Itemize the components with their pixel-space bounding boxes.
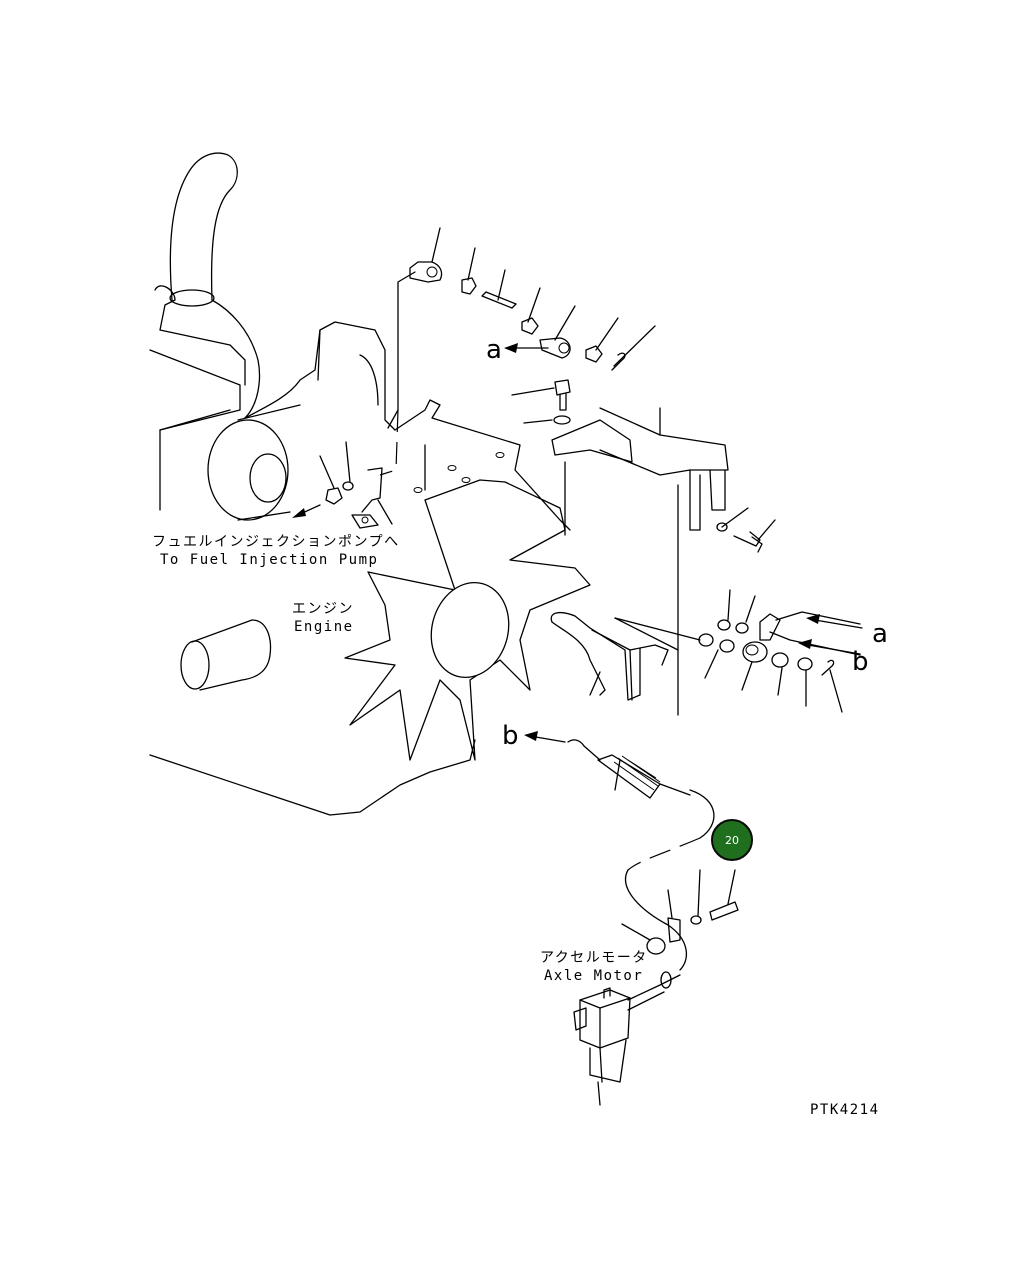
lever-assembly: [550, 589, 863, 713]
accel-motor-label-en: Axle Motor: [544, 968, 643, 984]
ref-a-top: a: [486, 335, 502, 365]
accel-motor-label-jp: アクセルモータ: [540, 950, 648, 966]
accel-motor: [573, 971, 681, 1106]
ref-a-right: a: [872, 619, 888, 649]
engine-label-jp: エンジン: [292, 601, 354, 617]
callout-badge[interactable]: 20: [711, 819, 753, 861]
fuel-pump-label-jp: フュエルインジェクションポンプへ: [152, 534, 400, 550]
fuel-pump-label-en: To Fuel Injection Pump: [160, 552, 378, 568]
ref-b-left: b: [502, 721, 519, 751]
callout-badge-number: 20: [725, 834, 739, 847]
cooling-fan: [344, 479, 591, 761]
engine-block: [149, 152, 571, 816]
ref-b-right: b: [852, 647, 869, 677]
engine-label-en: Engine: [294, 619, 354, 635]
mounting-bracket: [511, 379, 776, 716]
top-linkage: [379, 227, 656, 476]
callout-badge-circle[interactable]: [711, 819, 753, 861]
accel-cable: [524, 731, 739, 971]
pump-bracket: [292, 441, 393, 529]
figure-code: PTK4214: [810, 1102, 880, 1118]
